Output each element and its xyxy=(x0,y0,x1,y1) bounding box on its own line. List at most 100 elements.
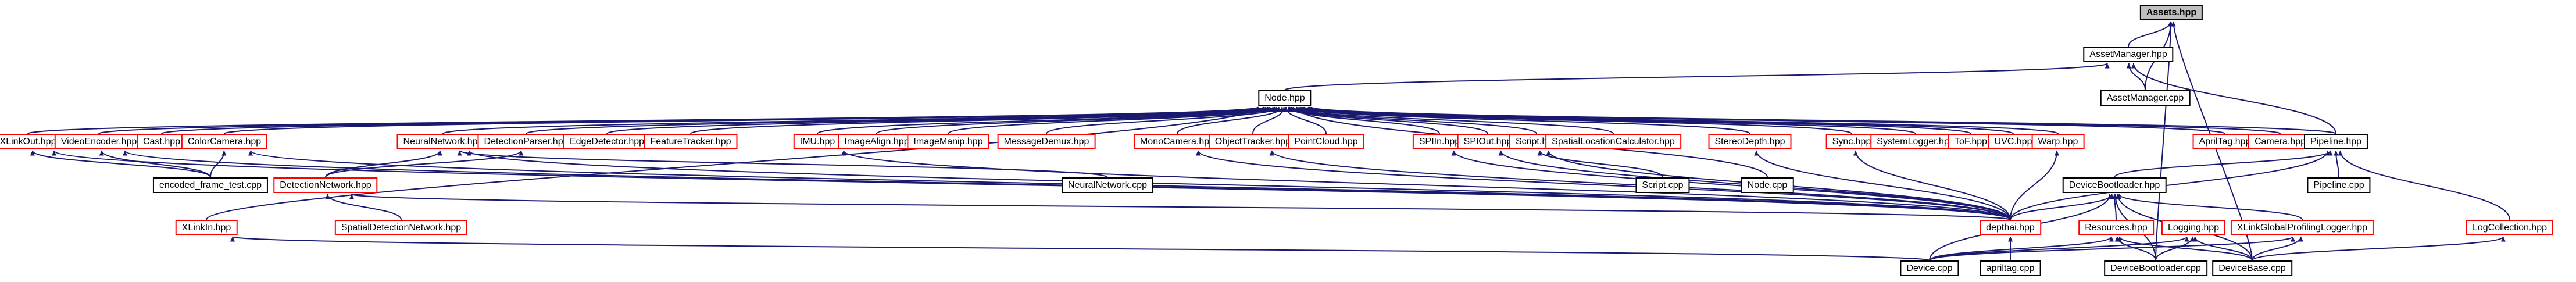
graph-node-label: Camera.hpp xyxy=(2254,137,2306,147)
edge-pipeline_hpp-to-node_hpp xyxy=(1309,106,2336,134)
edge-depthai-to-sync xyxy=(1853,150,2011,220)
graph-node-detectionnetwork_hpp[interactable]: DetectionNetwork.hpp xyxy=(273,177,378,193)
graph-node-xlinkout[interactable]: XLinkOut.hpp xyxy=(0,134,63,149)
edge-device_cpp-to-resources xyxy=(1929,236,2114,261)
graph-node-featuretracker[interactable]: FeatureTracker.hpp xyxy=(644,134,738,149)
graph-node-videoencoder[interactable]: VideoEncoder.hpp xyxy=(54,134,144,149)
graph-node-camera_hpp[interactable]: Camera.hpp xyxy=(2248,134,2313,149)
edge-xlinkglobalprofilinglogger-to-devicebootloader_hpp xyxy=(2117,194,2303,220)
graph-node-label: XLinkIn.hpp xyxy=(181,223,231,233)
graph-node-label: VideoEncoder.hpp xyxy=(60,137,137,147)
graph-node-label: AssetManager.hpp xyxy=(2089,49,2167,59)
graph-node-tof[interactable]: ToF.hpp xyxy=(1948,134,1994,149)
edge-stereodepth-to-node_hpp xyxy=(1294,106,1750,134)
graph-node-imagealign[interactable]: ImageAlign.hpp xyxy=(838,134,916,149)
graph-node-label: ImageManip.hpp xyxy=(913,137,983,147)
graph-node-label: apriltag.cpp xyxy=(1986,263,2035,273)
edge-encoded_frame_test-to-videoencoder xyxy=(99,150,211,178)
graph-node-objecttracker[interactable]: ObjectTracker.hpp xyxy=(1208,134,1298,149)
graph-node-systemlogger[interactable]: SystemLogger.hpp xyxy=(1870,134,1961,149)
edge-warp-to-node_hpp xyxy=(1302,106,2059,134)
graph-node-label: SpatialDetectionNetwork.hpp xyxy=(341,223,462,233)
graph-node-spiout[interactable]: SPIOut.hpp xyxy=(1457,134,1519,149)
graph-node-resources[interactable]: Resources.hpp xyxy=(2078,220,2154,235)
graph-node-neuralnetwork_hpp[interactable]: NeuralNetwork.hpp xyxy=(396,134,490,149)
graph-node-monocamera[interactable]: MonoCamera.hpp xyxy=(1133,134,1221,149)
graph-node-label: Node.cpp xyxy=(1747,180,1788,190)
edge-devicebase_cpp-to-logcollection xyxy=(2252,236,2506,261)
graph-node-detectionparser[interactable]: DetectionParser.hpp xyxy=(477,134,575,149)
edge-objecttracker-to-node_hpp xyxy=(1252,106,1287,134)
edge-neuralnetwork_hpp-to-node_hpp xyxy=(442,106,1266,134)
graph-node-device_cpp: Device.cpp xyxy=(1900,260,1959,276)
graph-node-messagedemux[interactable]: MessageDemux.hpp xyxy=(997,134,1096,149)
graph-node-label: FeatureTracker.hpp xyxy=(650,137,731,147)
edge-depthai-to-devicebootloader_hpp xyxy=(2010,194,2114,220)
edge-featuretracker-to-node_hpp xyxy=(690,106,1273,134)
edge-spatialdetectionnetwork-to-detectionnetwork_hpp xyxy=(325,194,402,220)
graph-node-label: XLinkOut.hpp xyxy=(0,137,56,147)
graph-node-pipeline_hpp: Pipeline.hpp xyxy=(2303,134,2368,149)
graph-node-edgedetector[interactable]: EdgeDetector.hpp xyxy=(563,134,651,149)
graph-node-stereodepth[interactable]: StereoDepth.hpp xyxy=(1708,134,1792,149)
graph-node-xlinkglobalprofilinglogger[interactable]: XLinkGlobalProfilingLogger.hpp xyxy=(2230,220,2374,235)
graph-node-label: XLinkGlobalProfilingLogger.hpp xyxy=(2236,223,2368,233)
graph-node-uvc[interactable]: UVC.hpp xyxy=(1988,134,2039,149)
edge-colorcamera-to-node_hpp xyxy=(224,106,1261,134)
edge-assetmanager_hpp-to-assets xyxy=(2128,21,2173,47)
graph-node-devicebase_cpp: DeviceBase.cpp xyxy=(2212,260,2292,276)
graph-node-label: ToF.hpp xyxy=(1954,137,1988,147)
graph-node-label: Script.cpp xyxy=(1642,180,1684,190)
graph-node-assets: Assets.hpp xyxy=(2139,5,2203,20)
graph-node-encoded_frame_test: encoded_frame_test.cpp xyxy=(152,177,269,193)
edge-depthai-to-neuralnetwork_hpp xyxy=(467,150,2011,220)
graph-node-label: Pipeline.hpp xyxy=(2310,137,2362,147)
graph-node-warp[interactable]: Warp.hpp xyxy=(2031,134,2085,149)
graph-node-devicebootloader_hpp: DeviceBootloader.hpp xyxy=(2062,177,2167,193)
graph-node-label: Assets.hpp xyxy=(2146,8,2197,17)
graph-node-depthai[interactable]: depthai.hpp xyxy=(1980,220,2041,235)
graph-node-label: EdgeDetector.hpp xyxy=(569,137,645,147)
graph-node-label: Cast.hpp xyxy=(142,137,181,147)
edge-depthai-to-detectionnetwork_hpp xyxy=(350,194,2011,220)
graph-node-logging[interactable]: Logging.hpp xyxy=(2161,220,2226,235)
graph-node-label: UVC.hpp xyxy=(1994,137,2032,147)
graph-node-label: MessageDemux.hpp xyxy=(1003,137,1089,147)
graph-node-devicebootloader_cpp: DeviceBootloader.cpp xyxy=(2104,260,2207,276)
graph-node-node_cpp: Node.cpp xyxy=(1741,177,1794,193)
graph-node-label: DetectionParser.hpp xyxy=(484,137,569,147)
graph-node-spatialdetectionnetwork[interactable]: SpatialDetectionNetwork.hpp xyxy=(334,220,468,235)
graph-node-label: Pipeline.cpp xyxy=(2313,180,2364,190)
graph-node-assetmanager_cpp: AssetManager.cpp xyxy=(2100,90,2191,106)
graph-node-xlinkin[interactable]: XLinkIn.hpp xyxy=(175,220,238,235)
graph-node-label: StereoDepth.hpp xyxy=(1714,137,1785,147)
edge-depthai-to-monocamera xyxy=(1196,150,2011,220)
graph-node-script_cpp: Script.cpp xyxy=(1635,177,1690,193)
graph-node-imu[interactable]: IMU.hpp xyxy=(793,134,842,149)
graph-node-spatiallocationcalculator[interactable]: SpatialLocationCalculator.hpp xyxy=(1545,134,1681,149)
graph-node-label: SPIOut.hpp xyxy=(1463,137,1512,147)
graph-node-pointcloud[interactable]: PointCloud.hpp xyxy=(1288,134,1364,149)
edge-imagealign-to-node_hpp xyxy=(876,106,1277,134)
edge-logcollection-to-pipeline_hpp xyxy=(2338,150,2510,220)
edge-depthai-to-imu xyxy=(841,150,2011,220)
graph-node-label: DeviceBase.cpp xyxy=(2218,263,2286,273)
graph-node-label: Device.cpp xyxy=(1906,263,1953,273)
graph-node-logcollection[interactable]: LogCollection.hpp xyxy=(2466,220,2554,235)
edge-device_cpp-to-logging xyxy=(1929,236,2189,261)
edge-pipeline_cpp-to-pipeline_hpp xyxy=(2334,150,2339,178)
edge-pipeline_hpp-to-assetmanager_hpp xyxy=(2131,63,2336,134)
graph-node-sync[interactable]: Sync.hpp xyxy=(1825,134,1878,149)
graph-node-cast[interactable]: Cast.hpp xyxy=(136,134,187,149)
graph-node-label: ColorCamera.hpp xyxy=(187,137,262,147)
graph-node-apriltag_hpp[interactable]: AprilTag.hpp xyxy=(2192,134,2257,149)
graph-node-label: Warp.hpp xyxy=(2038,137,2078,147)
edge-devicebase_cpp-to-xlinkglobalprofilinglogger xyxy=(2252,236,2303,261)
edge-script_cpp-to-script_hpp xyxy=(1537,150,1663,178)
graph-node-label: depthai.hpp xyxy=(1986,223,2035,233)
graph-node-imagemanip[interactable]: ImageManip.hpp xyxy=(907,134,989,149)
graph-node-colorcamera[interactable]: ColorCamera.hpp xyxy=(181,134,268,149)
graph-node-label: Node.hpp xyxy=(1264,93,1305,103)
edge-device_cpp-to-xlinkglobalprofilinglogger xyxy=(1929,236,2295,261)
